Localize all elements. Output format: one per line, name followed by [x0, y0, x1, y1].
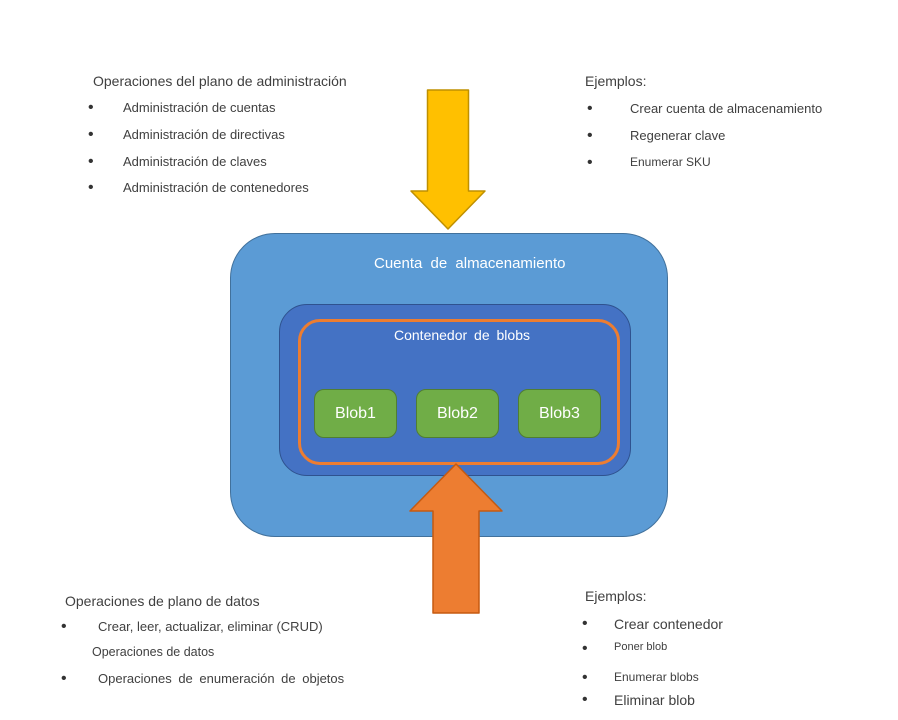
bullet-icon: • — [88, 126, 94, 144]
storage-account-box: Cuenta de almacenamiento Contenedor de b… — [230, 233, 668, 537]
list-item-label: Crear contenedor — [614, 616, 723, 633]
list-item-label: Operaciones de enumeración de objetos — [98, 671, 345, 687]
blob-label: Blob3 — [539, 404, 580, 422]
data-examples-block: Ejemplos: • Crear contenedor • Poner blob … — [582, 588, 723, 718]
list-item-label: Enumerar SKU — [630, 154, 711, 169]
list-item: • Enumerar SKU — [583, 153, 822, 171]
bullet-icon: • — [587, 153, 593, 171]
bullet-icon: • — [582, 691, 588, 709]
list-item: • Enumerar blobs — [582, 668, 723, 686]
blob-box-2: Blob2 — [416, 389, 499, 438]
blob-box-3: Blob3 — [518, 389, 601, 438]
list-item: • Operaciones de enumeración de objetos — [61, 670, 345, 688]
down-arrow-icon — [410, 89, 486, 230]
list-item-label: Regenerar clave — [630, 128, 726, 144]
list-item-label: Crear, leer, actualizar, eliminar (CRUD) — [98, 619, 323, 635]
list-item: • Administración de directivas — [88, 126, 347, 144]
list-item-label: Administración de directivas — [123, 127, 285, 143]
bullet-icon: • — [88, 99, 94, 117]
bullet-icon: • — [587, 127, 593, 145]
blob-container-box: Contenedor de blobs Blob1 Blob2 Blob3 — [279, 304, 631, 476]
list-item: • Administración de contenedores — [88, 179, 347, 197]
list-item-label: Administración de cuentas — [123, 100, 276, 116]
data-plane-title: Operaciones de plano de datos — [65, 593, 260, 609]
blob-box-1: Blob1 — [314, 389, 397, 438]
list-item-label: Eliminar blob — [614, 692, 695, 709]
bullet-icon: • — [88, 152, 94, 170]
blob-label: Blob2 — [437, 404, 478, 422]
blob-row: Blob1 Blob2 Blob3 — [314, 389, 601, 438]
data-plane-block: Operaciones de plano de datos • Crear, le… — [61, 593, 345, 699]
admin-examples-block: Ejemplos: • Crear cuenta de almacenamient… — [583, 73, 823, 181]
data-examples-title: Ejemplos: — [585, 588, 647, 604]
blob-label: Blob1 — [335, 404, 376, 422]
data-examples-list: • Crear contenedor • Poner blob • Enumerar … — [582, 615, 723, 709]
list-item: • Eliminar blob — [582, 691, 723, 709]
bullet-icon: • — [587, 100, 593, 118]
bullet-icon: • — [88, 179, 94, 197]
bullet-icon: • — [61, 618, 67, 636]
list-item: • Regenerar clave — [583, 127, 822, 145]
blob-container-label: Contenedor de blobs — [394, 327, 530, 343]
bullet-icon: • — [61, 670, 67, 688]
admin-plane-title: Operaciones del plano de administración — [93, 73, 347, 89]
data-plane-list: • Crear, leer, actualizar, eliminar (CRUD… — [61, 618, 345, 688]
bullet-icon: • — [582, 615, 588, 633]
admin-plane-block: Operaciones del plano de administración … — [88, 73, 347, 208]
list-item-label: Administración de claves — [123, 153, 267, 169]
storage-account-label: Cuenta de almacenamiento — [374, 255, 566, 272]
admin-examples-list: • Crear cuenta de almacenamiento • Regener… — [583, 100, 823, 171]
bullet-icon: • — [582, 668, 588, 686]
list-item-sublabel: Operaciones de datos — [92, 645, 215, 660]
list-item: • Poner blob — [582, 640, 723, 658]
list-item: • Crear cuenta de almacenamiento — [583, 100, 823, 118]
list-item: • Crear, leer, actualizar, eliminar (CRUD… — [61, 618, 344, 660]
admin-examples-title: Ejemplos: — [585, 73, 647, 89]
list-item-label: Enumerar blobs — [614, 669, 699, 684]
admin-plane-list: • Administración de cuentas • Administraci… — [88, 99, 347, 197]
list-item: • Administración de claves — [88, 152, 347, 170]
list-item-label: Administración de contenedores — [123, 180, 309, 196]
list-item-label: Crear cuenta de almacenamiento — [630, 101, 823, 117]
list-item-label: Poner blob — [614, 641, 668, 654]
bullet-icon: • — [582, 640, 588, 658]
list-item: • Crear contenedor — [582, 615, 723, 633]
list-item: • Administración de cuentas — [88, 99, 347, 117]
